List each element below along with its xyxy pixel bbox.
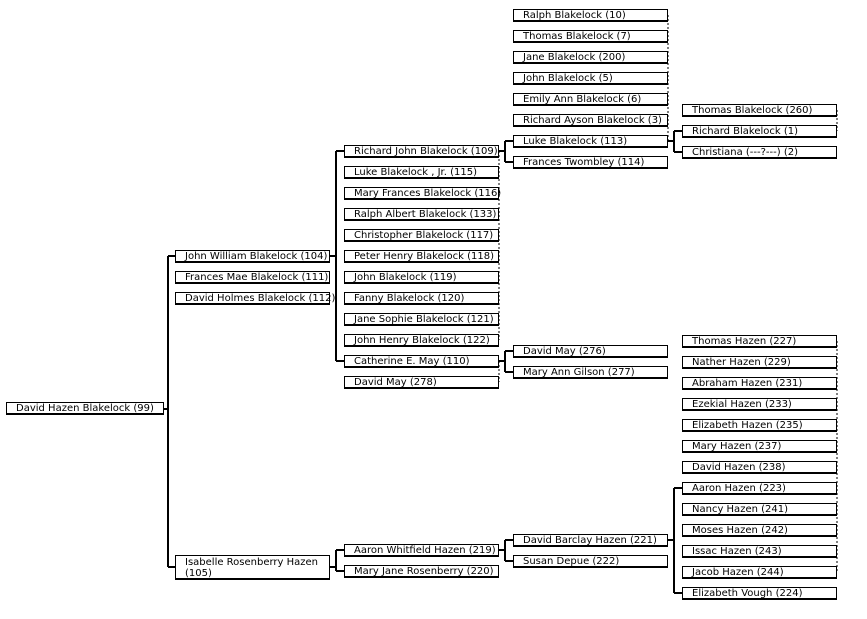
person-richard-ayson-blakelock[interactable]: Richard Ayson Blakelock (3) bbox=[513, 114, 668, 127]
person-john-henry-blakelock[interactable]: John Henry Blakelock (122) bbox=[344, 334, 499, 347]
person-mary-jane-rosenberry[interactable]: Mary Jane Rosenberry (220) bbox=[344, 565, 499, 578]
person-jane-blakelock[interactable]: Jane Blakelock (200) bbox=[513, 51, 668, 64]
person-david-hazen-blakelock[interactable]: David Hazen Blakelock (99) bbox=[6, 402, 164, 415]
person-ralph-blakelock-10[interactable]: Ralph Blakelock (10) bbox=[513, 9, 668, 22]
person-aaron-whitfield-hazen[interactable]: Aaron Whitfield Hazen (219) bbox=[344, 544, 499, 557]
person-frances-mae-blakelock[interactable]: Frances Mae Blakelock (111) bbox=[175, 271, 330, 284]
person-aaron-hazen[interactable]: Aaron Hazen (223) bbox=[682, 482, 837, 495]
person-mary-hazen[interactable]: Mary Hazen (237) bbox=[682, 440, 837, 453]
person-david-barclay-hazen[interactable]: David Barclay Hazen (221) bbox=[513, 534, 668, 547]
person-luke-blakelock-113[interactable]: Luke Blakelock (113) bbox=[513, 135, 668, 148]
person-ezekial-hazen[interactable]: Ezekial Hazen (233) bbox=[682, 398, 837, 411]
person-frances-twombley[interactable]: Frances Twombley (114) bbox=[513, 156, 668, 169]
person-john-william-blakelock[interactable]: John William Blakelock (104) bbox=[175, 250, 330, 263]
person-david-may-276[interactable]: David May (276) bbox=[513, 345, 668, 358]
person-thomas-blakelock-260[interactable]: Thomas Blakelock (260) bbox=[682, 104, 837, 117]
person-christiana[interactable]: Christiana (---?---) (2) bbox=[682, 146, 837, 159]
person-john-blakelock-5[interactable]: John Blakelock (5) bbox=[513, 72, 668, 85]
person-nather-hazen[interactable]: Nather Hazen (229) bbox=[682, 356, 837, 369]
person-susan-depue[interactable]: Susan Depue (222) bbox=[513, 555, 668, 568]
person-richard-john-blakelock[interactable]: Richard John Blakelock (109) bbox=[344, 145, 499, 158]
person-thomas-hazen[interactable]: Thomas Hazen (227) bbox=[682, 335, 837, 348]
person-david-hazen[interactable]: David Hazen (238) bbox=[682, 461, 837, 474]
person-jane-sophie-blakelock[interactable]: Jane Sophie Blakelock (121) bbox=[344, 313, 499, 326]
person-jacob-hazen[interactable]: Jacob Hazen (244) bbox=[682, 566, 837, 579]
person-john-blakelock-119[interactable]: John Blakelock (119) bbox=[344, 271, 499, 284]
person-peter-henry-blakelock[interactable]: Peter Henry Blakelock (118) bbox=[344, 250, 499, 263]
person-thomas-blakelock-7[interactable]: Thomas Blakelock (7) bbox=[513, 30, 668, 43]
person-mary-frances-blakelock[interactable]: Mary Frances Blakelock (116) bbox=[344, 187, 501, 200]
person-elizabeth-hazen[interactable]: Elizabeth Hazen (235) bbox=[682, 419, 837, 432]
person-emily-ann-blakelock[interactable]: Emily Ann Blakelock (6) bbox=[513, 93, 668, 106]
person-richard-blakelock-1[interactable]: Richard Blakelock (1) bbox=[682, 125, 837, 138]
person-ralph-albert-blakelock[interactable]: Ralph Albert Blakelock (133) bbox=[344, 208, 499, 221]
person-david-holmes-blakelock[interactable]: David Holmes Blakelock (112) bbox=[175, 292, 335, 305]
person-luke-blakelock-jr[interactable]: Luke Blakelock , Jr. (115) bbox=[344, 166, 499, 179]
person-nancy-hazen[interactable]: Nancy Hazen (241) bbox=[682, 503, 837, 516]
person-moses-hazen[interactable]: Moses Hazen (242) bbox=[682, 524, 837, 537]
person-mary-ann-gilson[interactable]: Mary Ann Gilson (277) bbox=[513, 366, 668, 379]
person-isabelle-rosenberry-hazen[interactable]: Isabelle Rosenberry Hazen (105) bbox=[175, 555, 330, 580]
person-david-may-278[interactable]: David May (278) bbox=[344, 376, 499, 389]
person-fanny-blakelock[interactable]: Fanny Blakelock (120) bbox=[344, 292, 499, 305]
person-abraham-hazen[interactable]: Abraham Hazen (231) bbox=[682, 377, 837, 390]
person-christopher-blakelock[interactable]: Christopher Blakelock (117) bbox=[344, 229, 499, 242]
person-catherine-e-may[interactable]: Catherine E. May (110) bbox=[344, 355, 499, 368]
person-issac-hazen[interactable]: Issac Hazen (243) bbox=[682, 545, 837, 558]
person-elizabeth-vough[interactable]: Elizabeth Vough (224) bbox=[682, 587, 837, 600]
